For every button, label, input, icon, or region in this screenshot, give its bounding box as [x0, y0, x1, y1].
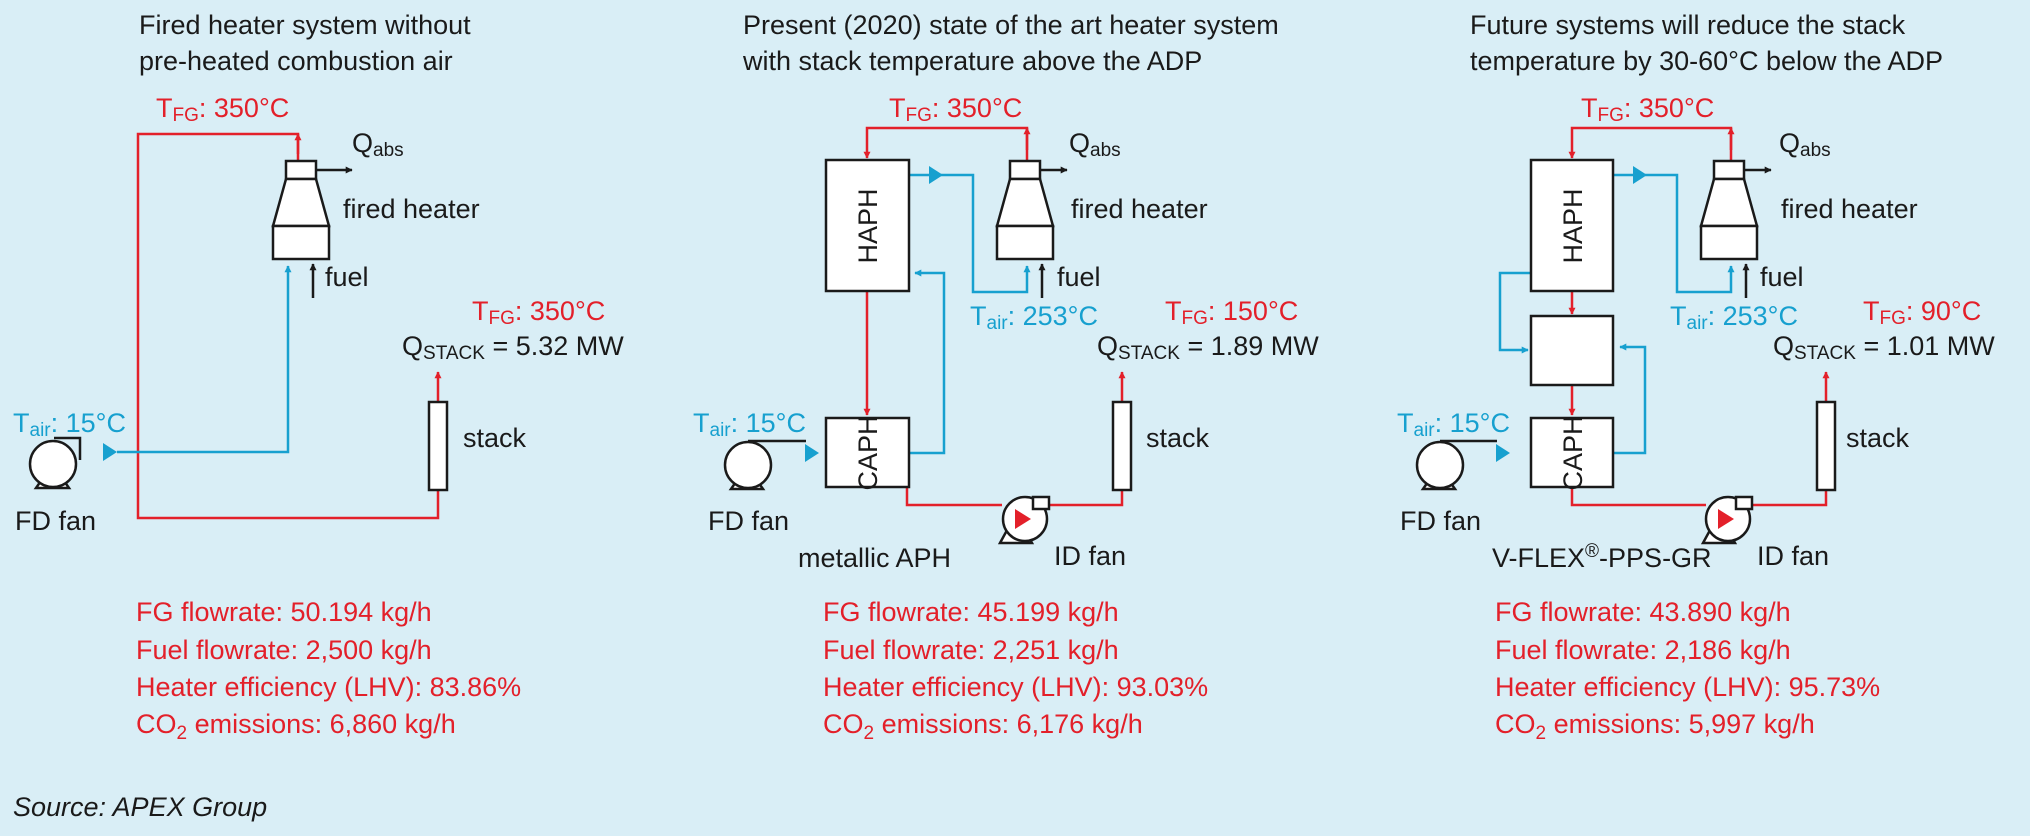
qabs-label: Qabs: [1069, 128, 1121, 161]
stack-icon: [1111, 400, 1133, 492]
fired-heater-icon: [271, 159, 331, 261]
co2-emissions: CO2 emissions: 5,997 kg/h: [1495, 709, 1815, 744]
heater-efficiency: Heater efficiency (LHV): 83.86%: [136, 672, 521, 702]
fd-fan-icon: [1415, 439, 1497, 491]
stack-heat-loss: QSTACK = 1.89 MW: [1097, 331, 1319, 364]
haph-label: HAPH: [853, 188, 883, 263]
flue-gas-temp-top: TFG: 350°C: [156, 93, 289, 126]
flue-gas-to-stack: [1752, 490, 1828, 507]
flue-gas-to-stack: [1047, 490, 1124, 507]
preheated-air-temp: Tair: 253°C: [970, 301, 1098, 334]
fuel-flowrate: Fuel flowrate: 2,251 kg/h: [823, 635, 1119, 665]
caph-label: CAPH: [1558, 415, 1588, 490]
id-fan-label: ID fan: [1054, 541, 1126, 571]
inlet-air-temp: Tair: 15°C: [693, 408, 806, 441]
middle-aph-box: [1529, 314, 1615, 387]
haph-air-outlet-arrow: [1633, 166, 1647, 184]
flue-gas-temp-top: TFG: 350°C: [889, 93, 1022, 126]
panel-title-line-2: with stack temperature above the ADP: [742, 46, 1202, 76]
fuel-flowrate: Fuel flowrate: 2,500 kg/h: [136, 635, 432, 665]
air-flow-arrow: [1496, 444, 1510, 462]
fd-fan-icon: [723, 439, 806, 491]
stack-label: stack: [1146, 423, 1210, 453]
panel-present-system: Present (2020) state of the art heater s…: [693, 10, 1319, 744]
preheated-air-line: [1614, 173, 1735, 294]
id-fan-icon: [997, 495, 1051, 545]
panel-no-preheat: Fired heater system without pre-heated c…: [13, 10, 624, 744]
id-fan-label: ID fan: [1757, 541, 1829, 571]
fired-heater-icon: [995, 159, 1055, 261]
panel-title-line-2: temperature by 30-60°C below the ADP: [1470, 46, 1943, 76]
fd-fan-label: FD fan: [15, 506, 96, 536]
preheated-air-temp: Tair: 253°C: [1670, 301, 1798, 334]
flue-gas-to-haph: [863, 126, 1029, 160]
panel-future-system: Future systems will reduce the stack tem…: [1397, 10, 1995, 744]
air-middle-to-haph-loop: [1498, 271, 1530, 354]
stack-heat-loss: QSTACK = 1.01 MW: [1773, 331, 1995, 364]
fired-heater-label: fired heater: [343, 194, 480, 224]
stack-label: stack: [463, 423, 527, 453]
aph-type-label: metallic APH: [798, 543, 951, 573]
air-caph-to-haph: [910, 269, 946, 455]
id-fan-icon: [1700, 495, 1754, 545]
fg-flowrate: FG flowrate: 43.890 kg/h: [1495, 597, 1791, 627]
caph-box: [1529, 416, 1615, 489]
fired-heater-label: fired heater: [1071, 194, 1208, 224]
stack-icon: [1815, 400, 1837, 492]
qabs-label: Qabs: [1779, 128, 1831, 161]
inlet-air-temp: Tair: 15°C: [1397, 408, 1510, 441]
panel-title-line-1: Future systems will reduce the stack: [1470, 10, 1906, 40]
stack-icon: [427, 400, 449, 492]
air-flow-arrow: [103, 443, 117, 461]
flue-gas-temp-top: TFG: 350°C: [1581, 93, 1714, 126]
co2-emissions: CO2 emissions: 6,860 kg/h: [136, 709, 456, 744]
stack-heat-loss: QSTACK = 5.32 MW: [402, 331, 624, 364]
fuel-label: fuel: [325, 262, 369, 292]
stack-flue-gas-temp: TFG: 350°C: [472, 296, 605, 329]
caph-box: [824, 416, 911, 489]
preheated-air-line: [910, 173, 1031, 294]
fired-heater-label: fired heater: [1781, 194, 1918, 224]
fd-fan-label: FD fan: [1400, 506, 1481, 536]
combustion-air-line: [117, 265, 292, 454]
source-credit: Source: APEX Group: [13, 792, 267, 822]
haph-box: [824, 158, 911, 293]
heater-efficiency: Heater efficiency (LHV): 95.73%: [1495, 672, 1880, 702]
fuel-flowrate: Fuel flowrate: 2,186 kg/h: [1495, 635, 1791, 665]
aph-type-label: V-FLEX®-PPS-GR: [1492, 541, 1712, 573]
fired-heater-icon: [1699, 159, 1759, 261]
co2-emissions: CO2 emissions: 6,176 kg/h: [823, 709, 1143, 744]
stack-label: stack: [1846, 423, 1910, 453]
flue-gas-to-id-fan: [1570, 487, 1706, 507]
fd-fan-label: FD fan: [708, 506, 789, 536]
fg-flowrate: FG flowrate: 50.194 kg/h: [136, 597, 432, 627]
fd-fan-icon: [28, 436, 82, 490]
air-flow-arrow: [805, 444, 819, 462]
caph-label: CAPH: [853, 415, 883, 490]
panel-title-line-1: Present (2020) state of the art heater s…: [743, 10, 1279, 40]
flue-gas-to-id-fan: [905, 487, 1002, 507]
inlet-air-temp: Tair: 15°C: [13, 408, 126, 441]
air-caph-to-middle-aph: [1614, 343, 1647, 455]
fg-flowrate: FG flowrate: 45.199 kg/h: [823, 597, 1119, 627]
fuel-label: fuel: [1760, 262, 1804, 292]
fuel-label: fuel: [1057, 262, 1101, 292]
haph-label: HAPH: [1558, 188, 1588, 263]
stack-flue-gas-temp: TFG: 150°C: [1165, 296, 1298, 329]
haph-box: [1529, 158, 1615, 293]
qabs-label: Qabs: [352, 128, 404, 161]
panel-title-line-1: Fired heater system without: [139, 10, 471, 40]
stack-flue-gas-temp: TFG: 90°C: [1863, 296, 1981, 329]
flue-gas-to-haph: [1568, 126, 1733, 160]
heater-efficiency: Heater efficiency (LHV): 93.03%: [823, 672, 1208, 702]
haph-air-outlet-arrow: [929, 166, 943, 184]
panel-title-line-2: pre-heated combustion air: [139, 46, 453, 76]
